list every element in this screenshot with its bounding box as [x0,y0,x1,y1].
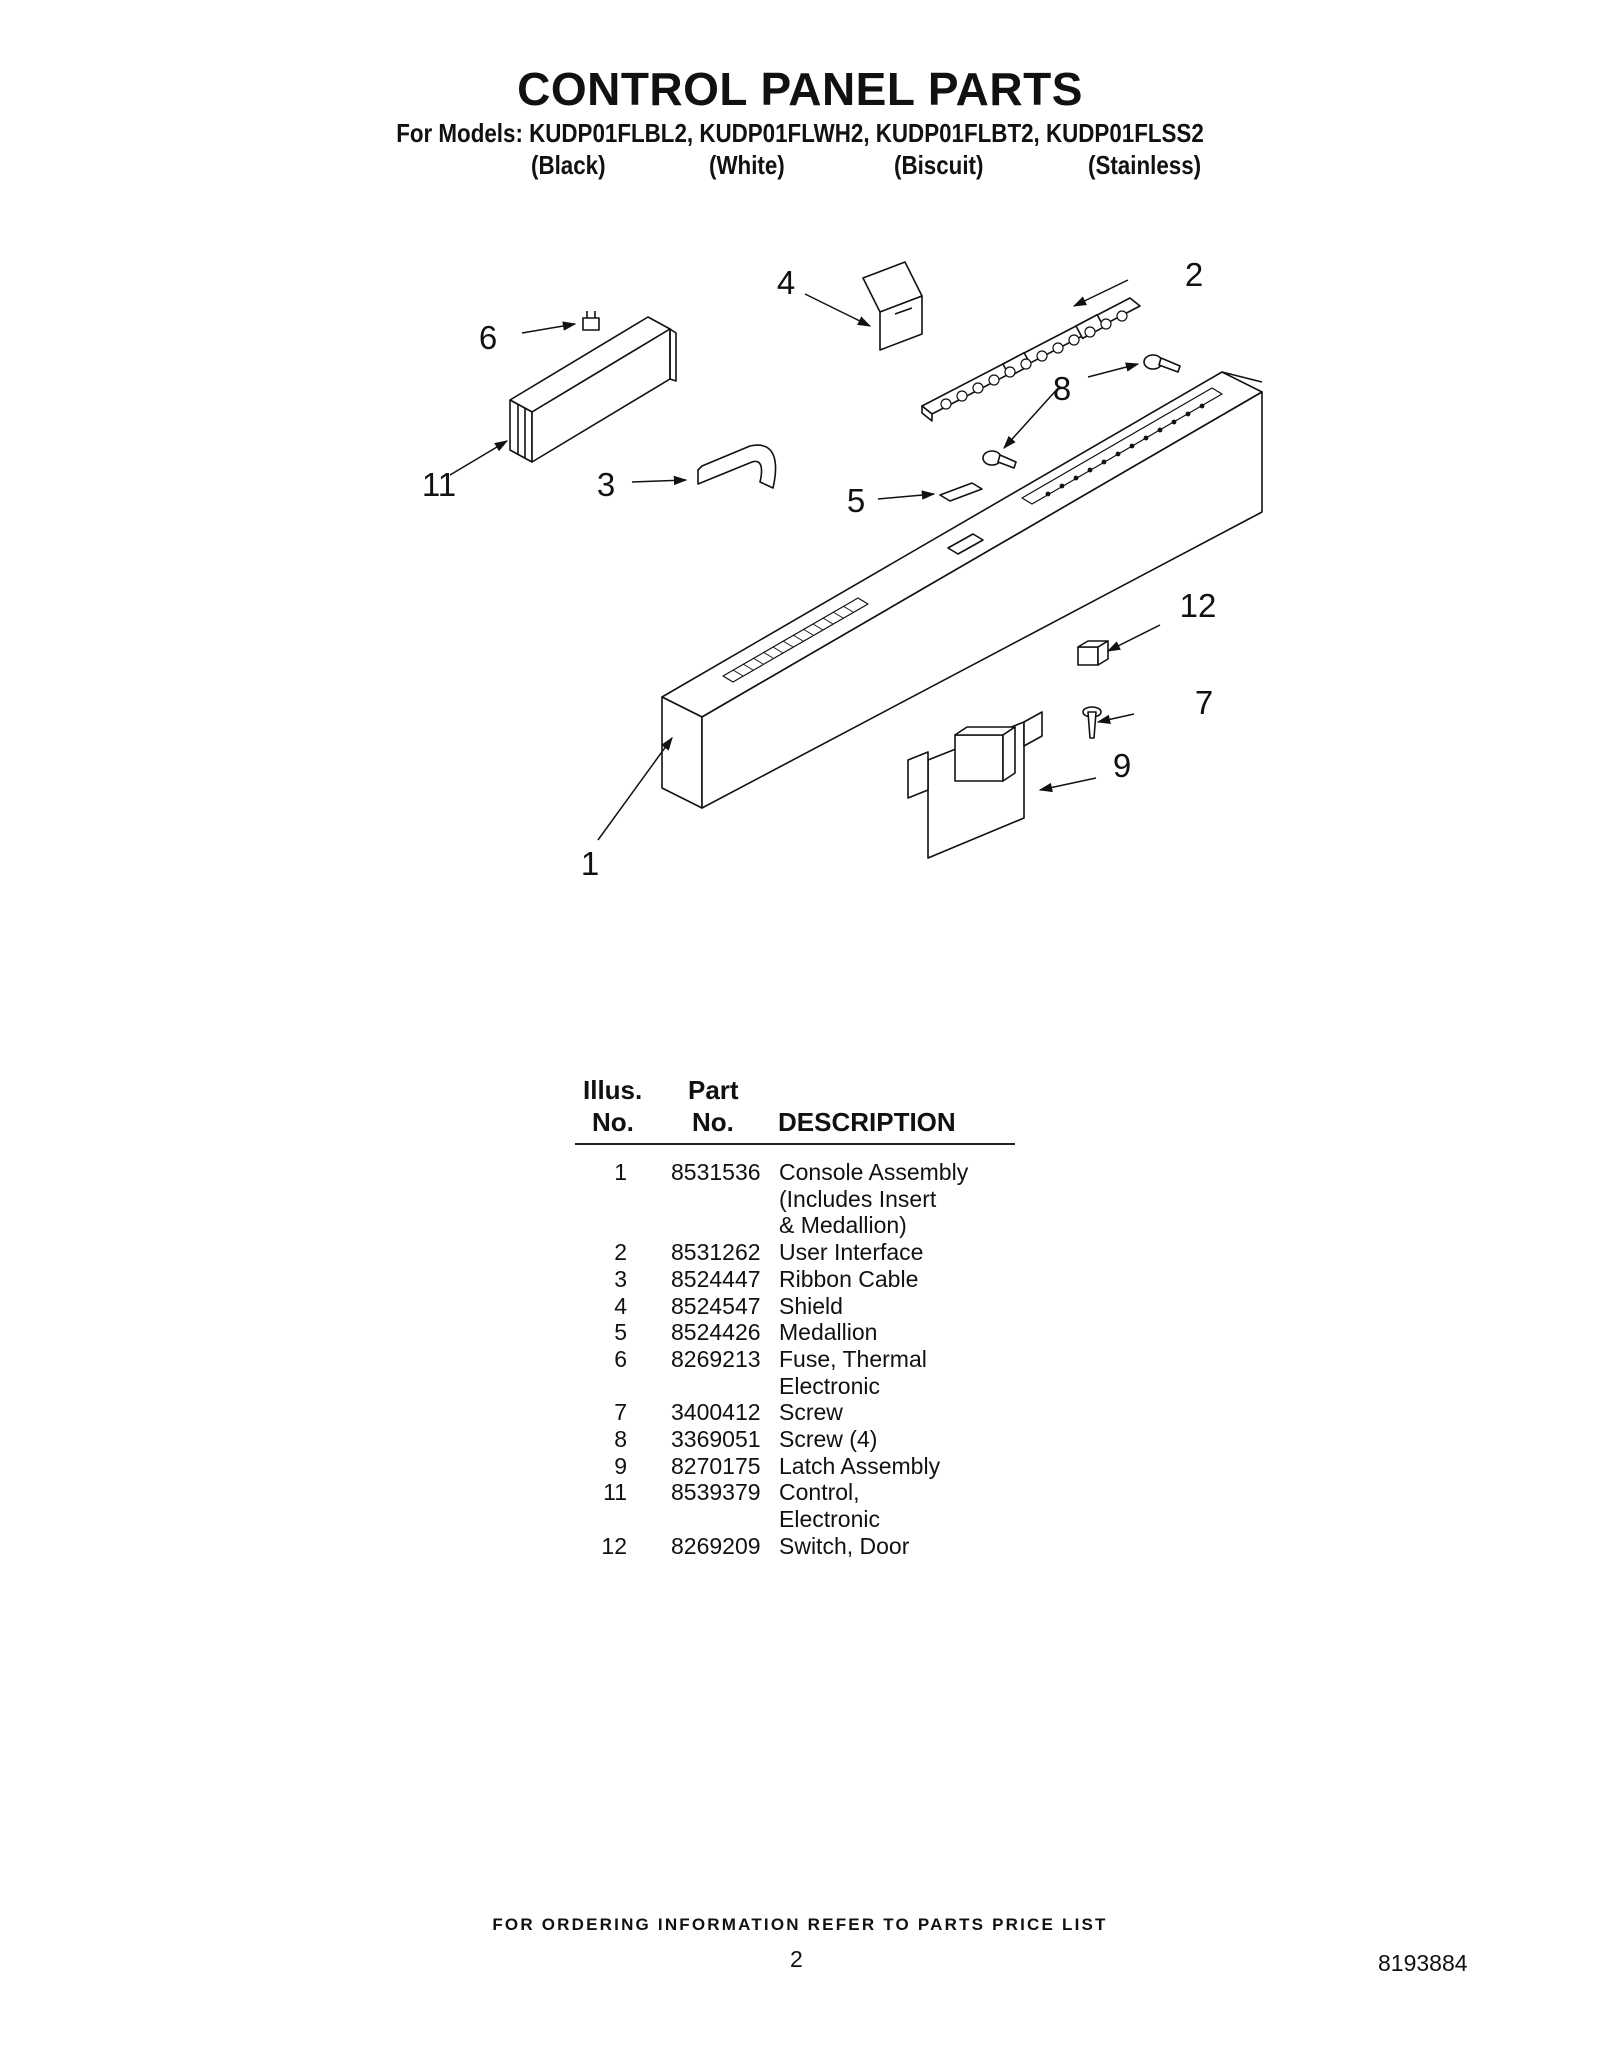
illus-header-line2: No. [592,1107,634,1137]
part-description: Control, Electronic [779,1479,880,1533]
table-row: 1 8531536 Console Assembly (Includes Ins… [575,1159,1015,1239]
part-number: 8269209 [671,1532,761,1559]
thermal-fuse-part [582,311,600,331]
callout-6: 6 [479,319,497,356]
door-switch-part [1077,640,1109,666]
part-number: 8524426 [671,1319,761,1346]
electronic-control-part [509,316,677,463]
parts-table-header: Illus. No. Part No. DESCRIPTION [575,1075,1015,1145]
callout-1: 1 [581,845,599,882]
table-row: 5 8524426 Medallion [575,1319,1015,1346]
callout-9: 9 [1113,747,1131,784]
illus-number: 5 [614,1319,627,1346]
parts-table-body: 1 8531536 Console Assembly (Includes Ins… [575,1159,1015,1560]
part-number: 8531536 [671,1159,761,1185]
illus-number: 9 [614,1452,627,1479]
table-row: 2 8531262 User Interface [575,1239,1015,1266]
part-description: User Interface [779,1239,924,1266]
part-number: 8269213 [671,1345,761,1372]
callout-8: 8 [1053,370,1071,407]
medallion-part [939,482,983,502]
part-description: Shield [779,1292,843,1319]
callout-7: 7 [1195,684,1213,721]
part-description: Medallion [779,1319,878,1346]
illus-number: 1 [614,1159,627,1185]
color-stainless: (Stainless) [1088,150,1202,180]
models-line: For Models: KUDP01FLBL2, KUDP01FLWH2, KU… [396,118,1204,148]
part-number: 8531262 [671,1239,761,1266]
illus-number: 4 [614,1292,627,1319]
page-title: CONTROL PANEL PARTS [517,63,1083,115]
ordering-info-note: FOR ORDERING INFORMATION REFER TO PARTS … [492,1915,1108,1934]
part-number: 3369051 [671,1426,761,1453]
illus-number: 11 [603,1479,627,1506]
table-row: 7 3400412 Screw [575,1399,1015,1426]
part-number: 3400412 [671,1399,761,1426]
table-row: 8 3369051 Screw (4) [575,1426,1015,1453]
table-row: 4 8524547 Shield [575,1293,1015,1320]
part-description: Latch Assembly [779,1452,941,1479]
part-description: Screw (4) [779,1426,878,1453]
color-black: (Black) [531,150,606,180]
description-header: DESCRIPTION [778,1107,956,1137]
parts-table: Illus. No. Part No. DESCRIPTION 1 853153… [575,1075,1015,1560]
part-number: 8270175 [671,1452,761,1479]
callout-4: 4 [777,264,795,301]
user-interface-part [921,297,1141,422]
document-number: 8193884 [1378,1950,1468,1976]
part-description: Screw [779,1399,843,1426]
table-row: 3 8524447 Ribbon Cable [575,1266,1015,1293]
part-description: Ribbon Cable [779,1265,919,1292]
part-description: Fuse, Thermal Electronic [779,1345,927,1399]
color-white: (White) [709,150,785,180]
part-description: Console Assembly (Includes Insert & Meda… [779,1159,969,1239]
callout-12: 12 [1180,587,1217,624]
color-biscuit: (Biscuit) [894,150,984,180]
callout-5: 5 [847,482,865,519]
part-header-line1: Part [688,1075,739,1105]
shield-part [862,261,923,351]
callout-2: 2 [1185,256,1203,293]
ribbon-cable-part [697,444,777,489]
part-number: 8524447 [671,1265,761,1292]
illus-number: 12 [601,1532,627,1559]
latch-assembly-part [907,711,1043,859]
callout-11: 11 [422,466,456,503]
screw-part-8a [1143,354,1181,373]
exploded-parts-diagram: 1 2 3 4 5 6 7 8 9 11 12 [422,256,1263,882]
illus-number: 2 [614,1239,627,1266]
part-description: Switch, Door [779,1532,910,1559]
table-row: 12 8269209 Switch, Door [575,1533,1015,1560]
screw-part-7 [1082,706,1102,739]
table-row: 9 8270175 Latch Assembly [575,1453,1015,1480]
part-number: 8524547 [671,1292,761,1319]
illus-number: 7 [614,1399,627,1426]
part-number: 8539379 [671,1479,761,1506]
callout-3: 3 [597,466,615,503]
illus-header-line1: Illus. [583,1075,643,1105]
illus-number: 3 [614,1265,627,1292]
console-assembly-part [661,371,1263,809]
page-number: 2 [790,1946,803,1972]
illus-number: 6 [614,1345,627,1372]
part-header-line2: No. [692,1107,734,1137]
table-row: 11 8539379 Control, Electronic [575,1479,1015,1532]
table-row: 6 8269213 Fuse, Thermal Electronic [575,1346,1015,1399]
screw-part-8b [982,450,1017,469]
illus-number: 8 [614,1426,627,1453]
